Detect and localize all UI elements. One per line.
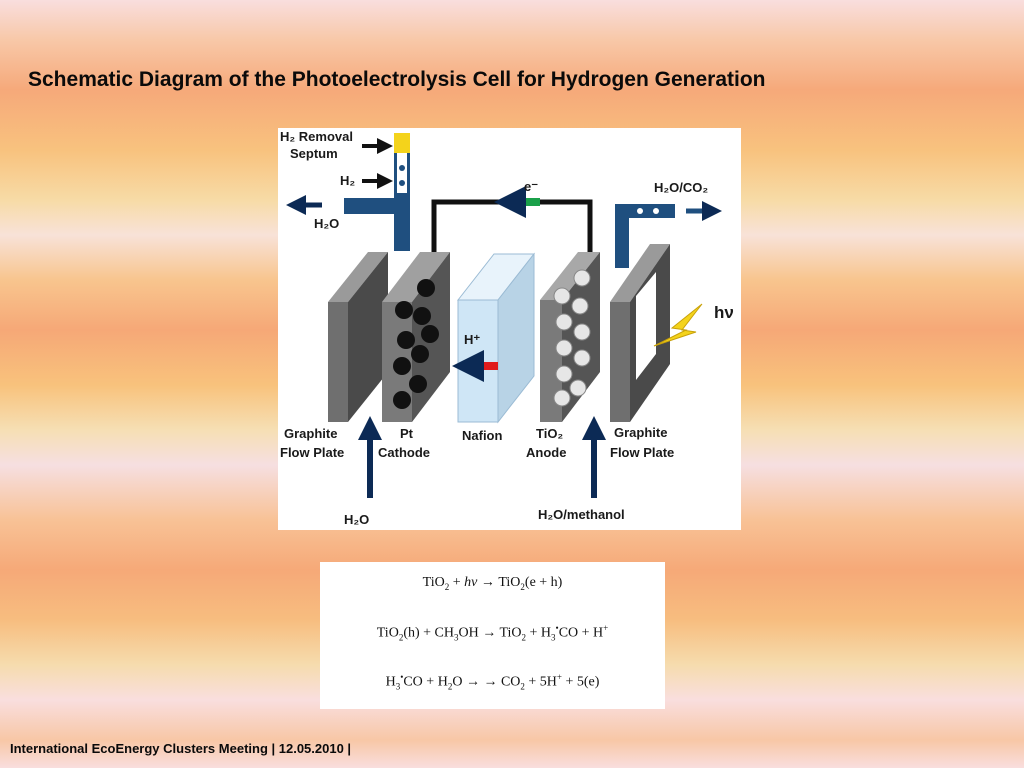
septum-window	[397, 153, 407, 193]
label-anode: Anode	[526, 445, 566, 460]
anode-face	[540, 300, 562, 422]
left-pipe-horizontal	[344, 198, 400, 214]
label-h2: H₂	[340, 173, 355, 188]
anode-top	[540, 252, 600, 300]
external-wire	[431, 199, 593, 252]
bubble	[399, 180, 405, 186]
slide-title: Schematic Diagram of the Photoelectrolys…	[28, 68, 766, 91]
label-cathode: Cathode	[378, 445, 430, 460]
right-pipe-vertical	[615, 204, 629, 268]
nafion-face	[457, 299, 499, 423]
label-h2o-co2: H₂O/CO₂	[654, 180, 708, 195]
lightning-icon	[653, 303, 703, 347]
label-septum: Septum	[290, 146, 338, 161]
graphite-left-face	[328, 302, 348, 422]
equation-2: TiO2(h) + CH3OH → TiO2 + H3•CO + H+	[376, 623, 609, 643]
cathode-top	[382, 252, 450, 302]
footer-text: International EcoEnergy Clusters Meeting…	[10, 741, 352, 756]
label-h2o-left: H₂O	[314, 216, 339, 231]
label-nafion: Nafion	[462, 428, 503, 443]
label-h2o-methanol: H₂O/methanol	[538, 507, 625, 522]
right-pipe-horizontal	[615, 204, 675, 218]
label-hv: hν	[714, 303, 734, 322]
label-h2o-bottom: H₂O	[344, 512, 369, 527]
bubble	[653, 208, 659, 214]
label-electron: e⁻	[524, 179, 538, 194]
label-h-plus: H⁺	[464, 332, 480, 347]
label-graphite-left: Graphite	[284, 426, 337, 441]
tio2-particles	[553, 269, 591, 407]
graphite-left-top	[328, 252, 388, 302]
cell-diagram-svg: H₂ Removal Septum H₂ H₂O e⁻ H₂O/CO₂	[280, 129, 734, 527]
label-flow-plate-right: Flow Plate	[610, 445, 674, 460]
equation-3: H3•CO + H2O → → CO2 + 5H+ + 5(e)	[385, 672, 600, 692]
equation-1: TiO2 + hν → TiO2(e + h)	[422, 575, 563, 592]
bubble	[637, 208, 643, 214]
equations-panel: TiO2 + hν → TiO2(e + h) TiO2(h) + CH3OH …	[320, 562, 665, 709]
pt-particles	[393, 279, 439, 409]
label-pt: Pt	[400, 426, 414, 441]
label-graphite-right: Graphite	[614, 425, 667, 440]
label-tio2: TiO₂	[536, 426, 563, 441]
label-flow-plate-left: Flow Plate	[280, 445, 344, 460]
graphite-right-top	[610, 244, 670, 302]
label-h2-removal: H₂ Removal	[280, 129, 353, 144]
septum-cap	[394, 133, 410, 153]
graphite-right-face	[610, 302, 630, 422]
bubble	[399, 165, 405, 171]
graphite-left-side	[348, 252, 388, 422]
cell-diagram: H₂ Removal Septum H₂ H₂O e⁻ H₂O/CO₂	[278, 128, 741, 530]
graphite-right-window	[636, 272, 656, 380]
